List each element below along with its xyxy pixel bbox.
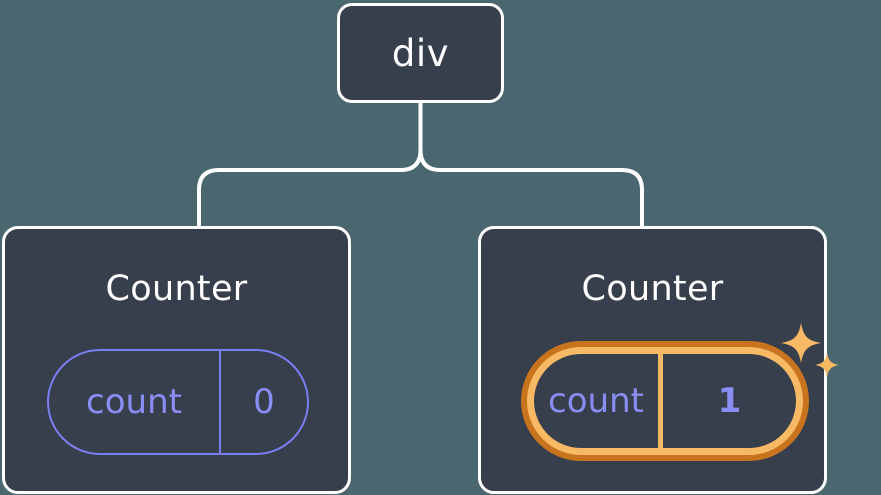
state-pill-count-right-highlighted[interactable]: count 1 [521,341,809,461]
sparkle-large-icon [781,323,821,363]
state-value-label: 1 [717,381,742,421]
state-pill-count-left[interactable]: count 0 [47,349,309,455]
state-pill-inner: count 1 [534,354,796,448]
node-div-label: div [391,31,450,75]
node-counter-right[interactable]: Counter count 1 [478,226,839,494]
node-counter-left-label: Counter [105,269,248,309]
state-key-label: count [548,381,644,421]
state-divider [219,351,221,453]
state-value-label: 0 [253,382,275,422]
sparkle-small-icon [815,353,839,377]
edge-root-to-left-counter [197,101,423,228]
state-divider [658,354,663,448]
node-counter-right-label: Counter [581,269,724,309]
node-div[interactable]: div [337,3,504,103]
sparkle-icon [781,323,839,377]
state-key-label: count [86,382,182,422]
edge-root-to-right-counter [418,101,644,228]
node-counter-left[interactable]: Counter count 0 [2,226,351,494]
